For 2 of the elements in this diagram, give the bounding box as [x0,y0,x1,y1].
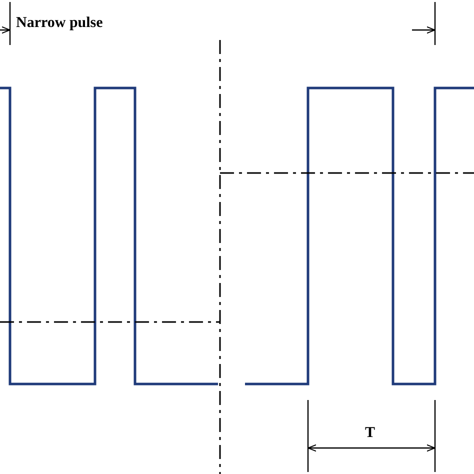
dimension-label: Narrow pulse [16,14,103,32]
dimension-label: T [365,424,376,442]
